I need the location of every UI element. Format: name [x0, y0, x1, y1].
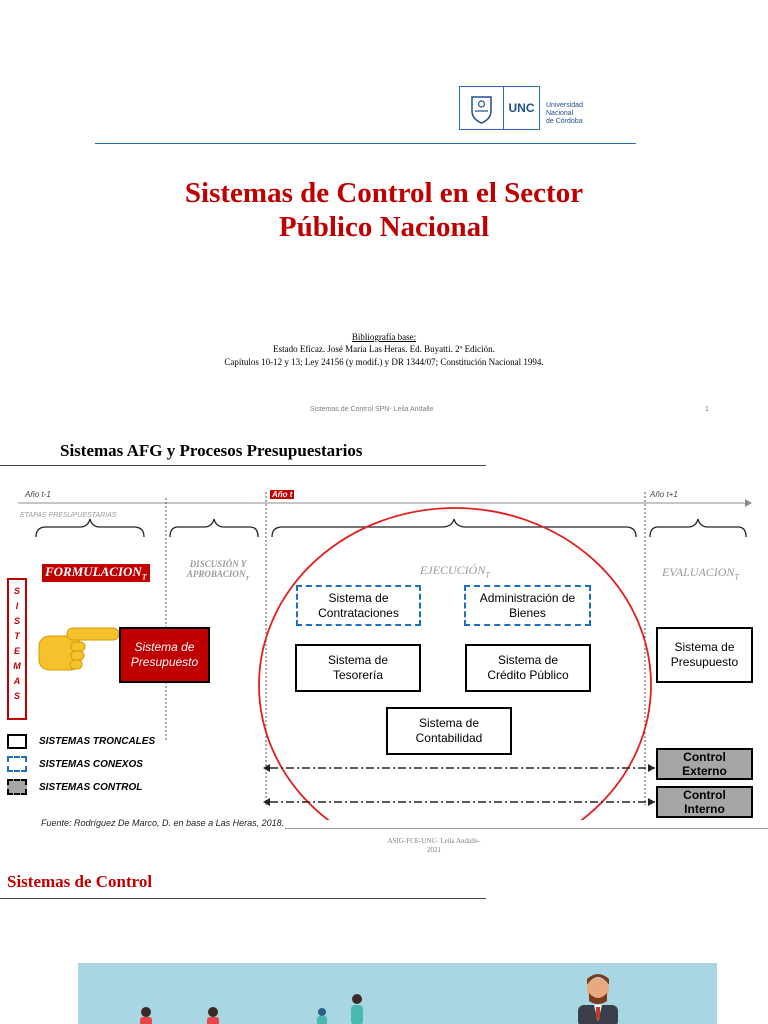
sistemas-letter: T: [14, 631, 20, 641]
stage-evaluacion-sub: T: [734, 572, 739, 582]
legend-control-label: SISTEMAS CONTROL: [39, 782, 143, 793]
sistemas-letter: S: [13, 586, 20, 596]
control-illustration: [78, 963, 717, 1024]
box-line: Tesorería: [332, 668, 384, 682]
box-line: Sistema de: [418, 716, 480, 730]
slide3-heading-underline: [0, 898, 486, 899]
box-line: Control: [683, 788, 726, 802]
logo-wordmark: Universidad Nacional de Córdoba: [546, 102, 583, 126]
box-line: Externo: [682, 764, 727, 778]
sistemas-letter: S: [13, 691, 20, 701]
etapas-label: ETAPAS PRESUPUESTARIAS: [20, 512, 117, 519]
legend-conexos-label: SISTEMAS CONEXOS: [39, 759, 143, 770]
box-line: Sistema de: [328, 590, 389, 605]
person-figure-icon: [317, 1008, 327, 1024]
title-line-1: Sistemas de Control en el Sector: [184, 177, 584, 209]
person-figure-icon: [351, 994, 363, 1024]
box-line: Presupuesto: [670, 655, 739, 669]
sistemas-vertical-label: S I S T E M A S: [7, 578, 27, 720]
logo-line-2: Nacional: [546, 110, 574, 117]
timeline-current-label: Año t: [270, 490, 295, 499]
stage-discusion-line-1: DISCUSIÓN Y: [189, 559, 247, 569]
diagram-heading: Sistemas AFG y Procesos Presupuestarios: [60, 441, 363, 460]
stage-discusion-sub: T: [245, 575, 250, 582]
box-line: Presupuesto: [130, 655, 199, 669]
box-line: Sistema de: [497, 653, 559, 667]
stage-discusion-line-2-text: APROBACION: [186, 569, 246, 579]
sistemas-letter: I: [15, 601, 19, 611]
box-line: Sistema de: [134, 640, 195, 654]
bibliography-heading: Bibliografía base:: [351, 332, 417, 342]
legend-control-swatch: [7, 779, 27, 795]
pointing-hand-icon: [37, 622, 121, 679]
process-diagram-lines: [18, 492, 752, 820]
slide2-footer: ASIG-FCE-UNC- Leila Andalle- 2021: [330, 837, 538, 855]
person-figure-icon: [207, 1007, 219, 1024]
sistemas-letter: M: [13, 661, 21, 671]
box-line: Interno: [684, 802, 725, 816]
stage-ejecucion-text: EJECUCIÓN: [420, 563, 486, 577]
person-figure-icon: [140, 1007, 152, 1024]
logo-abbreviation: UNC: [504, 86, 540, 130]
slide-footer: Sistemas de Control SPN- Leila Andalle: [310, 406, 434, 413]
sistemas-letter: E: [13, 646, 20, 656]
box-line: Administración de: [479, 590, 576, 605]
slide2-bottom-rule: [285, 828, 768, 829]
legend-troncales-label: SISTEMAS TRONCALES: [39, 736, 156, 747]
stage-discusion-line-2: APROBACIONT: [178, 569, 258, 582]
businessman-figure-icon: [578, 974, 618, 1024]
diagram-source: Fuente: Rodríguez De Marco, D. en base a…: [41, 818, 285, 828]
stage-formulacion-text: FORMULACION: [45, 564, 142, 579]
stage-discusion: DISCUSIÓN Y APROBACIONT: [178, 559, 258, 582]
logo-line-1: Universidad: [546, 102, 583, 109]
stage-evaluacion: EVALUACIONT: [662, 565, 739, 581]
bibliography-line-1: Estado Eficaz. José María Las Heras. Ed.…: [273, 344, 495, 354]
slide-title: Sistemas de Control en el Sector Público…: [0, 176, 768, 244]
stage-formulacion: FORMULACIONT: [42, 564, 150, 582]
box-line: Sistema de: [674, 640, 735, 654]
stage-ejecucion: EJECUCIÓNT: [420, 563, 490, 579]
timeline-prev-label: Año t-1: [25, 490, 51, 499]
heading-underline: [0, 465, 486, 466]
legend-troncales-swatch: [7, 734, 27, 749]
university-shield-icon: [459, 86, 504, 130]
slide2-footer-line-1: ASIG-FCE-UNC- Leila Andalle-: [387, 837, 481, 845]
title-line-2: Público Nacional: [278, 211, 490, 243]
box-line: Contabilidad: [415, 731, 483, 745]
slide3-heading: Sistemas de Control: [7, 872, 153, 891]
legend-conexos-swatch: [7, 756, 27, 772]
box-line: Contrataciones: [318, 605, 399, 620]
box-line: Sistema de: [327, 653, 389, 667]
stage-formulacion-sub: T: [141, 572, 147, 582]
timeline-next-label: Año t+1: [650, 490, 678, 499]
bibliography-line-2: Capítulos 10-12 y 13; Ley 24156 (y modif…: [224, 357, 544, 367]
sistemas-letter: A: [13, 676, 21, 686]
box-line: Control: [683, 750, 726, 764]
header-divider: [95, 143, 636, 144]
box-line: Bienes: [509, 605, 546, 620]
page-number: 1: [705, 406, 709, 413]
sistemas-letter: S: [13, 616, 20, 626]
slide2-footer-line-2: 2021: [427, 846, 441, 854]
box-line: Crédito Público: [487, 668, 569, 682]
stage-ejecucion-sub: T: [485, 570, 490, 580]
logo-line-3: de Córdoba: [546, 118, 583, 125]
stage-evaluacion-text: EVALUACION: [662, 565, 735, 579]
